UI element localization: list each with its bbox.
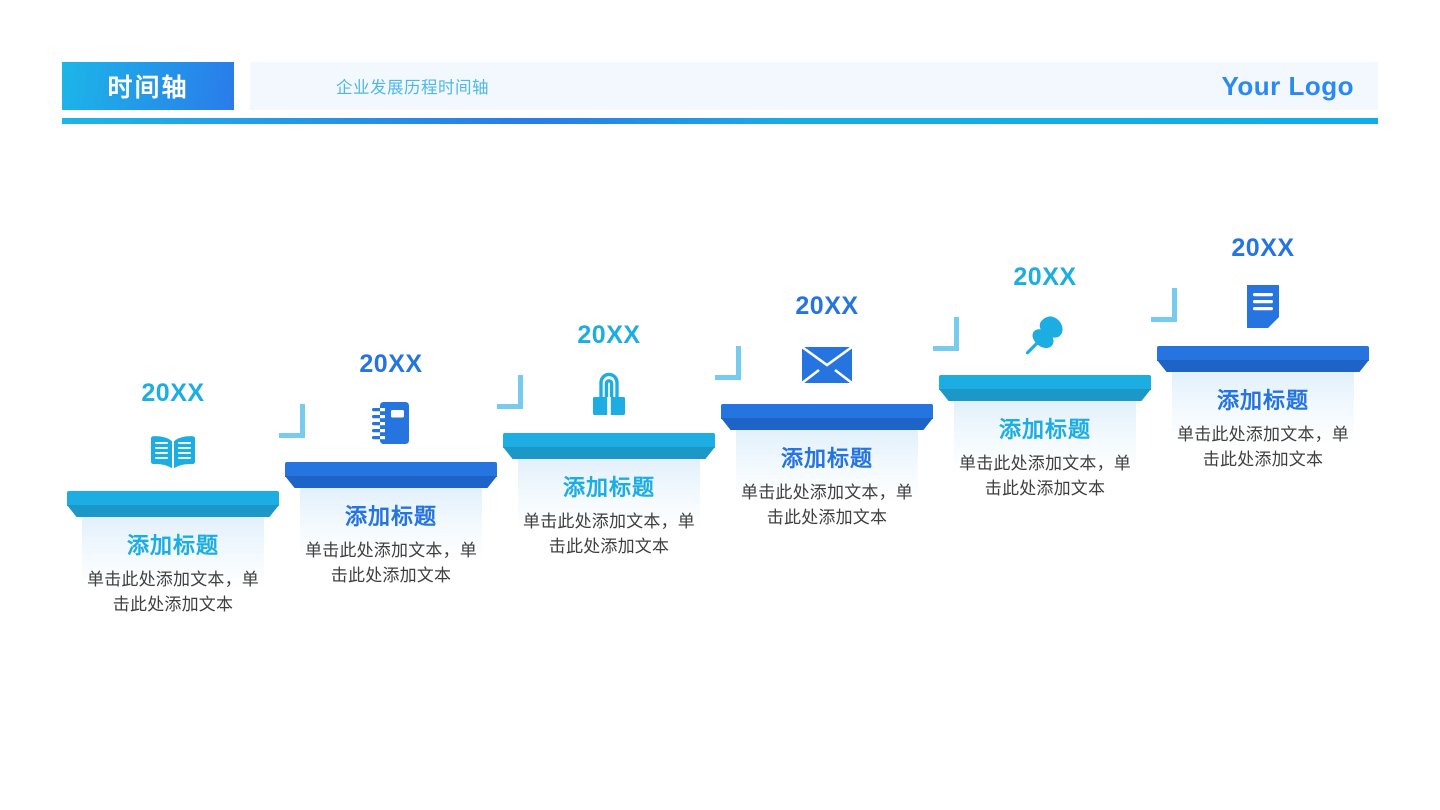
header-badge-label: 时间轴	[107, 74, 189, 102]
step-year: 20XX	[1013, 263, 1077, 291]
step-platform-top	[67, 491, 279, 506]
step-year: 20XX	[141, 379, 205, 407]
step-year: 20XX	[577, 321, 641, 349]
timeline-step[interactable]: 20XX 添加标题单击此处添加文本，单击此处添加文本	[1157, 236, 1369, 473]
header-badge: 时间轴	[62, 62, 234, 110]
pushpin-icon	[939, 305, 1151, 367]
header-logo: Your Logo	[1221, 70, 1354, 101]
timeline-step[interactable]: 20XX 添加标题单击此处添加文本，单击此处添加文本	[721, 294, 933, 531]
step-platform-top	[721, 404, 933, 419]
step-year: 20XX	[1231, 234, 1295, 262]
step-platform-base	[721, 418, 933, 430]
step-platform-base	[939, 389, 1151, 401]
step-platform	[503, 433, 715, 459]
binder-clip-icon	[503, 363, 715, 425]
step-panel: 添加标题单击此处添加文本，单击此处添加文本	[1172, 372, 1354, 473]
step-panel: 添加标题单击此处添加文本，单击此处添加文本	[82, 517, 264, 618]
step-year: 20XX	[359, 350, 423, 378]
slide-header: 时间轴 企业发展历程时间轴 Your Logo	[62, 62, 1378, 110]
step-platform-base	[503, 447, 715, 459]
step-platform-top	[939, 375, 1151, 390]
step-platform-base	[285, 476, 497, 488]
step-title: 添加标题	[780, 446, 873, 471]
document-icon	[1157, 276, 1369, 338]
header-bar: 企业发展历程时间轴 Your Logo	[250, 62, 1378, 110]
step-platform-base	[67, 505, 279, 517]
step-panel: 添加标题单击此处添加文本，单击此处添加文本	[954, 401, 1136, 502]
timeline-step[interactable]: 20XX 添加标题单击此处添加文本，单击此处添加文本	[503, 323, 715, 560]
step-platform	[285, 462, 497, 488]
step-title: 添加标题	[1216, 388, 1309, 413]
step-panel: 添加标题单击此处添加文本，单击此处添加文本	[518, 459, 700, 560]
step-platform-top	[503, 433, 715, 448]
notebook-icon	[285, 392, 497, 454]
step-title: 添加标题	[344, 504, 437, 529]
step-platform-top	[1157, 346, 1369, 361]
step-title: 添加标题	[126, 533, 219, 558]
step-description: 单击此处添加文本，单击此处添加文本	[87, 570, 259, 615]
header-underline-bar	[62, 118, 1378, 124]
step-platform	[67, 491, 279, 517]
step-platform	[721, 404, 933, 430]
step-platform	[1157, 346, 1369, 372]
step-platform-top	[285, 462, 497, 477]
timeline-step[interactable]: 20XX 添加标题单击此处添加文本，单击此处添加文本	[939, 265, 1151, 502]
step-description: 单击此处添加文本，单击此处添加文本	[959, 454, 1131, 499]
step-title: 添加标题	[562, 475, 655, 500]
step-description: 单击此处添加文本，单击此处添加文本	[305, 541, 477, 586]
step-panel: 添加标题单击此处添加文本，单击此处添加文本	[736, 430, 918, 531]
step-title: 添加标题	[998, 417, 1091, 442]
timeline-step[interactable]: 20XX 添加标题单击此处添加文本，单击此处添加文本	[67, 381, 279, 618]
step-platform-base	[1157, 360, 1369, 372]
open-book-icon	[67, 421, 279, 483]
envelope-icon	[721, 334, 933, 396]
timeline-step[interactable]: 20XX 添加标题单击此处添加文本，单击此处添加文本	[285, 352, 497, 589]
step-panel: 添加标题单击此处添加文本，单击此处添加文本	[300, 488, 482, 589]
step-year: 20XX	[795, 292, 859, 320]
step-platform	[939, 375, 1151, 401]
step-description: 单击此处添加文本，单击此处添加文本	[1177, 425, 1349, 470]
step-description: 单击此处添加文本，单击此处添加文本	[523, 512, 695, 557]
header-subtitle: 企业发展历程时间轴	[336, 79, 489, 97]
step-description: 单击此处添加文本，单击此处添加文本	[741, 483, 913, 528]
